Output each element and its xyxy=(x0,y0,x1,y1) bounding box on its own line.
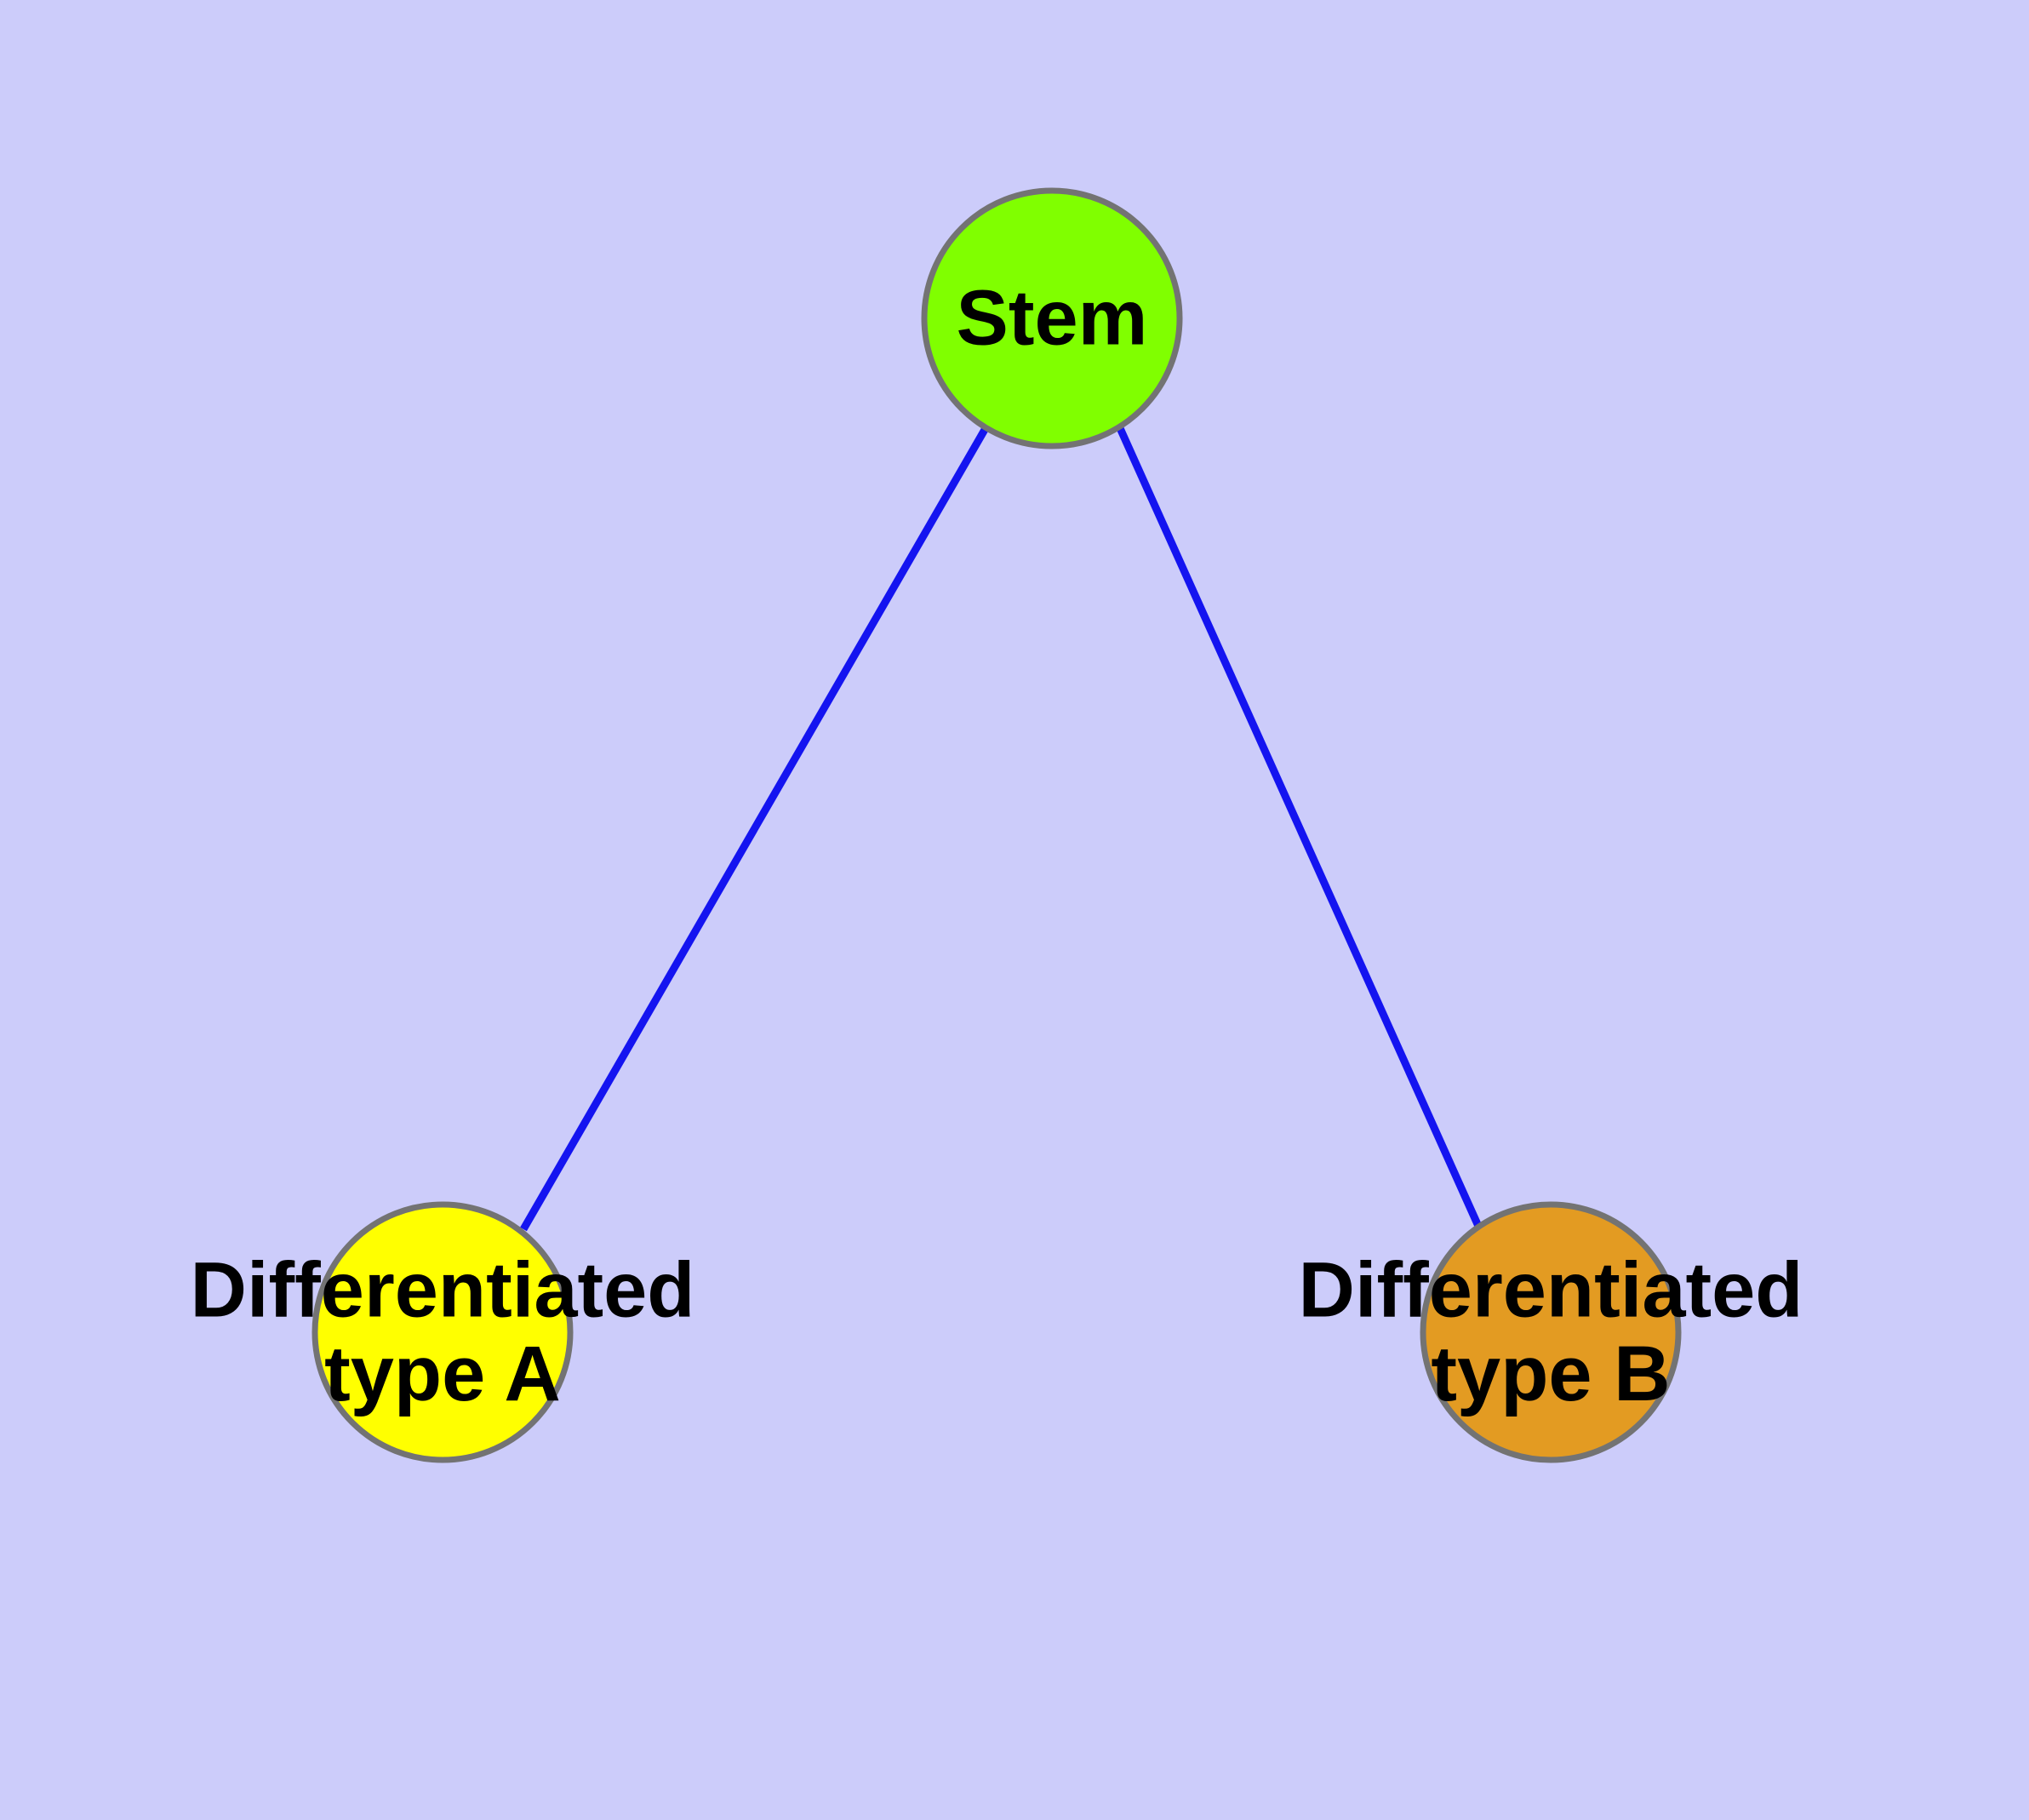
node-differentiated-type-a[interactable] xyxy=(311,1201,574,1463)
node-stem[interactable] xyxy=(921,187,1183,449)
edge-layer xyxy=(520,426,1485,1233)
edge-stem-to-diff-a[interactable] xyxy=(520,426,989,1232)
edge-stem-to-diff-b[interactable] xyxy=(1116,426,1485,1233)
node-layer xyxy=(311,187,1682,1463)
node-differentiated-type-b[interactable] xyxy=(1420,1201,1682,1463)
